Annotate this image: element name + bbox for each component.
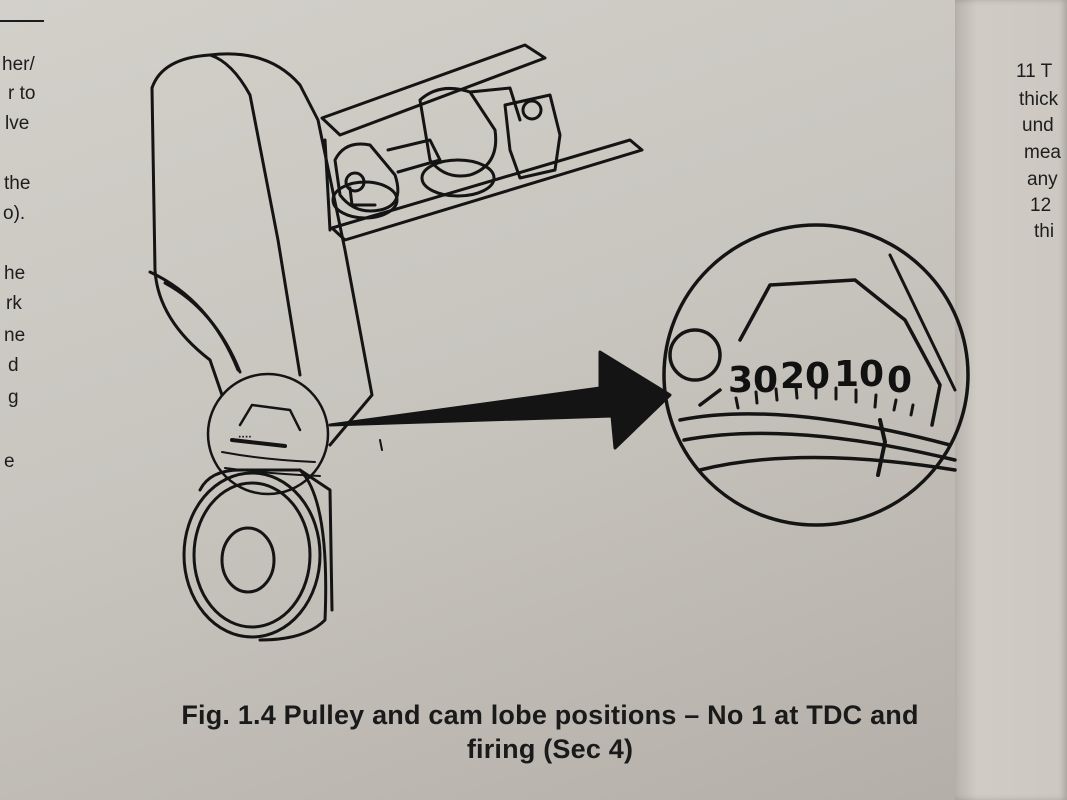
left-text-fragment: rk [6,293,22,314]
cam-housing [320,43,547,137]
left-text-fragment: e [4,451,15,472]
scale-label-30: 30 [728,360,778,401]
left-text-fragment: the [4,173,31,194]
small-scale-marks: ···· [238,433,252,443]
magnified-detail-circle [662,223,970,527]
scale-label-0: 0 [887,360,912,401]
crank-pulley-hub [220,526,276,594]
column-rule [0,20,44,22]
left-text-fragment: d [8,355,19,376]
right-text-fragment: mea [1024,142,1061,163]
left-text-fragment: r to [8,83,36,104]
right-text-fragment: any [1027,169,1058,190]
pulley-notch [876,418,887,477]
timing-mark-detail-circle [206,372,330,496]
left-text-fragment: ne [4,325,26,346]
right-text-fragment: 11 T [1016,61,1053,82]
pointer-plate [738,278,942,427]
right-text-fragment: thi [1034,221,1055,242]
cam-lobe [418,86,498,178]
caption-line-2: firing (Sec 4) [466,734,634,764]
left-text-fragment: o). [3,203,26,224]
left-text-fragment: g [8,387,19,408]
right-text-fragment: thick [1019,89,1059,110]
left-text-fragment: her/ [2,54,35,75]
facing-page-edge [955,0,1067,800]
svg-text:····: ···· [238,433,252,443]
cam-bearing-cap [503,93,562,180]
right-text-fragment: 12 [1030,195,1052,216]
timing-scale-labels: 30 20 10 0 [728,354,912,401]
crank-pulley-outer [182,471,322,639]
belt-cover-edge [150,86,224,397]
plate-bolt [668,328,722,382]
caption-line-1: Fig. 1.4 Pulley and cam lobe positions –… [181,700,919,730]
scale-label-10: 10 [834,354,884,395]
belt-cover [150,52,374,447]
camshaft [333,142,400,213]
right-text-fragment: und [1022,115,1054,136]
pointer-arrow [328,350,672,450]
scale-label-20: 20 [780,356,830,397]
figure-caption: Fig. 1.4 Pulley and cam lobe positions –… [70,698,1030,766]
left-text-fragment: lve [5,113,30,134]
left-text-fragment: he [4,263,26,284]
belt-cover-inner [208,53,302,377]
